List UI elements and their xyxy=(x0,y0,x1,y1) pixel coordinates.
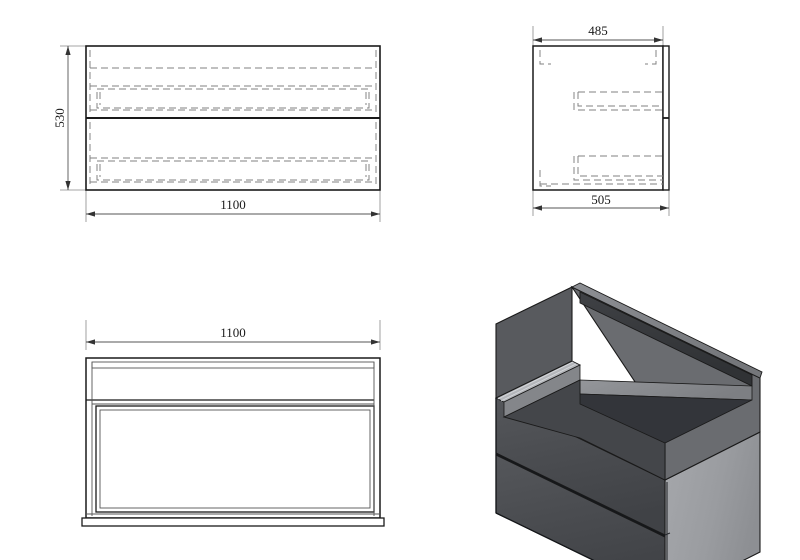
dimension-side-bottom: 505 xyxy=(533,192,669,211)
iso-back-rim xyxy=(570,282,763,379)
view-isometric xyxy=(494,282,763,560)
dimension-label-505: 505 xyxy=(591,192,611,207)
iso-cavity-slot xyxy=(579,393,753,444)
dimension-side-top: 485 xyxy=(533,23,663,43)
dimension-label-530: 530 xyxy=(52,108,67,128)
iso-left-upper-wall xyxy=(495,286,573,399)
side-cabinet-body xyxy=(532,45,670,191)
front-lower-drawer-hidden xyxy=(89,122,377,186)
front-upper-drawer-hidden xyxy=(89,50,377,114)
plan-plinth xyxy=(81,517,385,527)
dimension-plan-width: 1100 xyxy=(86,325,380,345)
iso-rim-highlights xyxy=(497,361,577,402)
front-cabinet-body xyxy=(85,45,381,191)
dimension-label-485: 485 xyxy=(588,23,608,38)
view-side-elevation: 485 505 xyxy=(532,23,670,216)
iso-right-panel-seams xyxy=(664,482,671,560)
view-plan: 1100 xyxy=(81,320,385,527)
dimension-front-width: 1100 xyxy=(86,197,380,217)
plan-cabinet-body xyxy=(81,357,385,527)
plan-extension-lines xyxy=(85,320,381,350)
view-front-elevation: 530 1100 xyxy=(52,45,381,222)
iso-drawer-gap xyxy=(495,453,666,537)
dimension-label-1100-front: 1100 xyxy=(220,197,246,212)
dimension-front-height: 530 xyxy=(52,46,71,190)
dimension-label-1100-plan: 1100 xyxy=(220,325,246,340)
iso-bottom-front-edge xyxy=(495,512,595,560)
side-hidden-lines xyxy=(539,50,663,187)
